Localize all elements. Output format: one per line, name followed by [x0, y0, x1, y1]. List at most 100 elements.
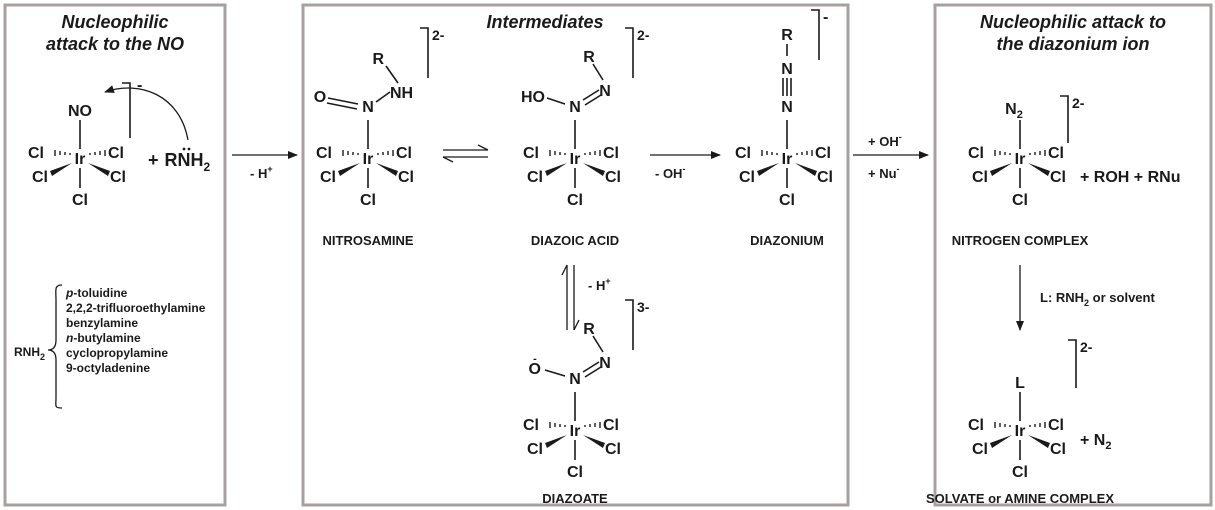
svg-text:R: R	[583, 49, 595, 66]
equilibrium-arrows	[442, 144, 489, 163]
svg-text:Cl: Cl	[1050, 169, 1066, 186]
arrow-hydroxide-loss-label: - OH-	[655, 164, 685, 181]
svg-text:Cl: Cl	[1050, 441, 1066, 458]
svg-text:Cl: Cl	[523, 417, 539, 434]
svg-text:-: -	[823, 9, 828, 26]
svg-text:N: N	[569, 371, 581, 388]
svg-text:Cl: Cl	[603, 145, 619, 162]
svg-text:2-: 2-	[1072, 95, 1085, 111]
label-diazonium: DIAZONIUM	[750, 233, 824, 248]
panel-right	[933, 3, 1213, 507]
svg-text:-: -	[137, 77, 142, 94]
complex-nitrosamine: Ir N Cl Cl Cl Cl Cl O NH R 2-	[314, 27, 445, 209]
svg-text:Cl: Cl	[32, 169, 48, 186]
svg-text:R: R	[372, 51, 384, 68]
svg-text:N: N	[781, 99, 793, 116]
svg-text:cyclopropylamine: cyclopropylamine	[66, 346, 168, 360]
svg-text:Cl: Cl	[605, 169, 621, 186]
svg-text:Cl: Cl	[815, 145, 831, 162]
svg-text:Cl: Cl	[603, 417, 619, 434]
svg-text:Ir: Ir	[570, 151, 581, 168]
svg-text:9-octyladenine: 9-octyladenine	[66, 361, 150, 375]
svg-text:2,2,2-trifluoroethylamine: 2,2,2-trifluoroethylamine	[66, 301, 206, 315]
label-solvate: SOLVATE or AMINE COMPLEX	[926, 491, 1114, 506]
label-nitrogen-complex: NITROGEN COMPLEX	[952, 233, 1089, 248]
svg-text:Cl: Cl	[605, 441, 621, 458]
svg-text:NH: NH	[390, 85, 413, 102]
svg-text:Ir: Ir	[782, 151, 793, 168]
svg-text:RNH2: RNH2	[14, 345, 45, 362]
arrow-nucleophile-bottom-label: + Nu-	[868, 164, 900, 181]
svg-text:Cl: Cl	[527, 169, 543, 186]
products-line: + ROH + RNu	[1080, 169, 1180, 186]
svg-text:Cl: Cl	[110, 169, 126, 186]
svg-text:Cl: Cl	[968, 417, 984, 434]
svg-text:Ir: Ir	[1015, 423, 1026, 440]
svg-text:n-butylamine: n-butylamine	[66, 331, 141, 345]
svg-text:Cl: Cl	[398, 169, 414, 186]
svg-text:2-: 2-	[432, 27, 445, 43]
svg-text:Cl: Cl	[1012, 192, 1028, 209]
arrow-ligand-substitution-label: L: RNH2 or solvent	[1040, 290, 1155, 308]
svg-text:Ir: Ir	[570, 423, 581, 440]
svg-text:R: R	[583, 321, 595, 338]
complex-diazonium: Ir N Cl Cl Cl Cl Cl N R -	[735, 9, 833, 209]
svg-text:-: -	[533, 353, 537, 365]
svg-text:Cl: Cl	[739, 169, 755, 186]
svg-text:N: N	[599, 83, 611, 100]
svg-text:Cl: Cl	[968, 145, 984, 162]
svg-text:Cl: Cl	[972, 441, 988, 458]
complex-diazoate: Ir N Cl Cl Cl Cl Cl O - N R 3-	[523, 299, 650, 481]
svg-text:Cl: Cl	[523, 145, 539, 162]
svg-text:N2: N2	[1005, 101, 1023, 121]
svg-text:N: N	[362, 99, 374, 116]
svg-text:p-toluidine: p-toluidine	[65, 286, 128, 300]
svg-text:Cl: Cl	[316, 145, 332, 162]
curved-attack-arrow	[104, 85, 189, 141]
svg-text:R: R	[781, 27, 793, 44]
svg-text:Cl: Cl	[360, 192, 376, 209]
panel-left	[3, 3, 227, 507]
svg-text:L: L	[1015, 375, 1025, 392]
svg-text:Cl: Cl	[779, 192, 795, 209]
svg-text:benzylamine: benzylamine	[66, 316, 138, 330]
svg-text:N: N	[599, 355, 611, 372]
label-nitrosamine: NITROSAMINE	[323, 233, 414, 248]
solvate-products: + N2	[1080, 432, 1111, 452]
arrow-nucleophile-top-label: + OH-	[868, 132, 902, 149]
panel-middle	[301, 3, 850, 507]
label-diazoic-acid: DIAZOIC ACID	[531, 233, 619, 248]
svg-text:Cl: Cl	[567, 192, 583, 209]
complex-solvate: Ir L Cl Cl Cl Cl Cl 2-	[968, 339, 1093, 481]
complex-nitrosyl: Ir NO Cl Cl Cl Cl Cl -	[28, 77, 142, 209]
svg-text:NO: NO	[68, 103, 92, 120]
svg-text:Cl: Cl	[527, 441, 543, 458]
svg-text:N: N	[781, 61, 793, 78]
complex-nitrogen: Ir N2 Cl Cl Cl Cl Cl 2-	[968, 95, 1085, 209]
svg-text:2-: 2-	[1080, 339, 1093, 355]
svg-text:Cl: Cl	[1012, 464, 1028, 481]
svg-text:N: N	[569, 99, 581, 116]
svg-text:Ir: Ir	[75, 151, 86, 168]
svg-text:Cl: Cl	[72, 192, 88, 209]
middle-title: Intermediates	[486, 12, 603, 32]
svg-text:Cl: Cl	[735, 145, 751, 162]
label-diazoate: DIAZOATE	[542, 491, 608, 506]
amine-list: RNH2 p-toluidine 2,2,2-trifluoroethylami…	[14, 284, 206, 409]
svg-text:Cl: Cl	[108, 145, 124, 162]
svg-text:Cl: Cl	[320, 169, 336, 186]
svg-text:HO: HO	[521, 89, 545, 106]
svg-text:Cl: Cl	[1048, 417, 1064, 434]
vertical-equilibrium-label: - H+	[588, 276, 611, 293]
svg-text:Cl: Cl	[1048, 145, 1064, 162]
svg-text:Cl: Cl	[567, 464, 583, 481]
vertical-equilibrium-arrows	[561, 264, 580, 331]
complex-diazoic-acid: Ir N Cl Cl Cl Cl Cl HO N R 2-	[521, 27, 650, 209]
right-title-line1: Nucleophilic attack to	[980, 12, 1166, 32]
amine-reagent: +RNH2	[148, 150, 211, 174]
svg-text:Ir: Ir	[363, 151, 374, 168]
left-title-line1: Nucleophilic	[61, 12, 168, 32]
left-title-line2: attack to the NO	[46, 34, 184, 54]
svg-text:O: O	[529, 361, 541, 378]
